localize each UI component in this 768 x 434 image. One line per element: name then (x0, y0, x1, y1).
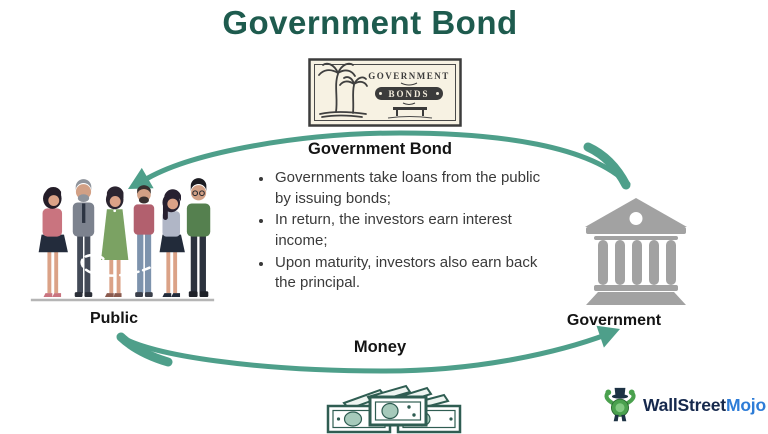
logo-text-wallstreet: WallStreet (643, 394, 726, 415)
wallstreetmojo-mascot-icon (604, 387, 636, 422)
wallstreetmojo-logo: WallStreetMojo (602, 386, 766, 424)
certificate-banner-text: BONDS (388, 89, 429, 99)
list-item: Governments take loans from the public b… (273, 168, 555, 209)
public-label: Public (89, 310, 138, 327)
logo-text-mojo: Mojo (725, 394, 766, 415)
money-bills-icon (326, 384, 462, 434)
wallstreetmojo-wordmark: WallStreetMojo (643, 395, 766, 416)
public-people-icon (30, 178, 215, 302)
explanation-list: Governments take loans from the public b… (246, 168, 555, 295)
bottom-arrow-label: Money (353, 338, 407, 356)
list-item: Upon maturity, investors also earn back … (273, 253, 555, 294)
bond-certificate-icon: GOVERNMENT BONDS (308, 58, 462, 127)
government-building-icon (585, 198, 687, 305)
page-title: Government Bond (222, 4, 518, 41)
top-arrow-label: Government Bond (308, 140, 452, 158)
list-item: In return, the investors earn interest i… (273, 210, 555, 251)
certificate-header-text: GOVERNMENT (368, 71, 450, 81)
government-label: Government (566, 312, 662, 329)
